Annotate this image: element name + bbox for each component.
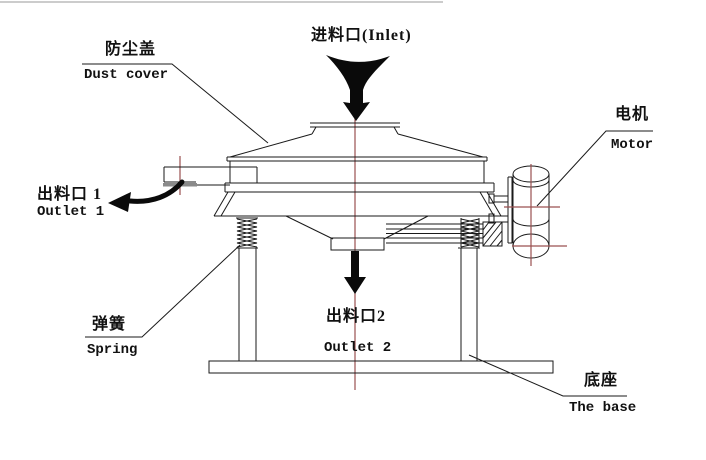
motor-label-en: Motor	[611, 137, 654, 153]
motor-label-zh: 电机	[615, 106, 650, 123]
motor-leader	[536, 130, 653, 207]
motor-center-marks	[504, 164, 567, 266]
left-leg-outline	[236, 247, 258, 361]
dust-cover-label-zh: 防尘盖	[105, 41, 157, 58]
dust-cover-outline	[226, 122, 488, 162]
leader-lines	[82, 63, 653, 397]
dust-cover-leader	[82, 63, 269, 144]
outlet1-spout-outline	[163, 166, 258, 187]
outlet2-label-en: Outlet 2	[324, 340, 392, 356]
left-spring-outline	[236, 217, 258, 249]
right-leg-outline	[458, 247, 480, 361]
outlet1-label-en: Outlet 1	[37, 204, 105, 220]
body-outline	[213, 161, 504, 240]
outlet2-flow-arrow-icon	[344, 251, 366, 294]
right-spring-outline	[460, 218, 503, 248]
base-leader	[468, 354, 627, 397]
spring-label-zh: 弹簧	[92, 316, 127, 333]
outlet2-label-zh: 出料口2	[326, 308, 387, 325]
outlet2-outline	[330, 237, 385, 251]
base-outline	[208, 360, 554, 374]
spring-leader	[85, 244, 241, 338]
inlet-label: 进料口(Inlet)	[311, 27, 412, 44]
outlet1-flow-arrow-icon	[108, 179, 185, 212]
base-label-zh: 底座	[584, 372, 619, 389]
inlet-flow-arrow-icon	[326, 55, 390, 121]
outlet1-label-zh: 出料口 1	[37, 186, 103, 203]
spring-label-en: Spring	[87, 342, 138, 358]
base-label-en: The base	[569, 400, 637, 416]
dust-cover-label-en: Dust cover	[84, 67, 169, 83]
